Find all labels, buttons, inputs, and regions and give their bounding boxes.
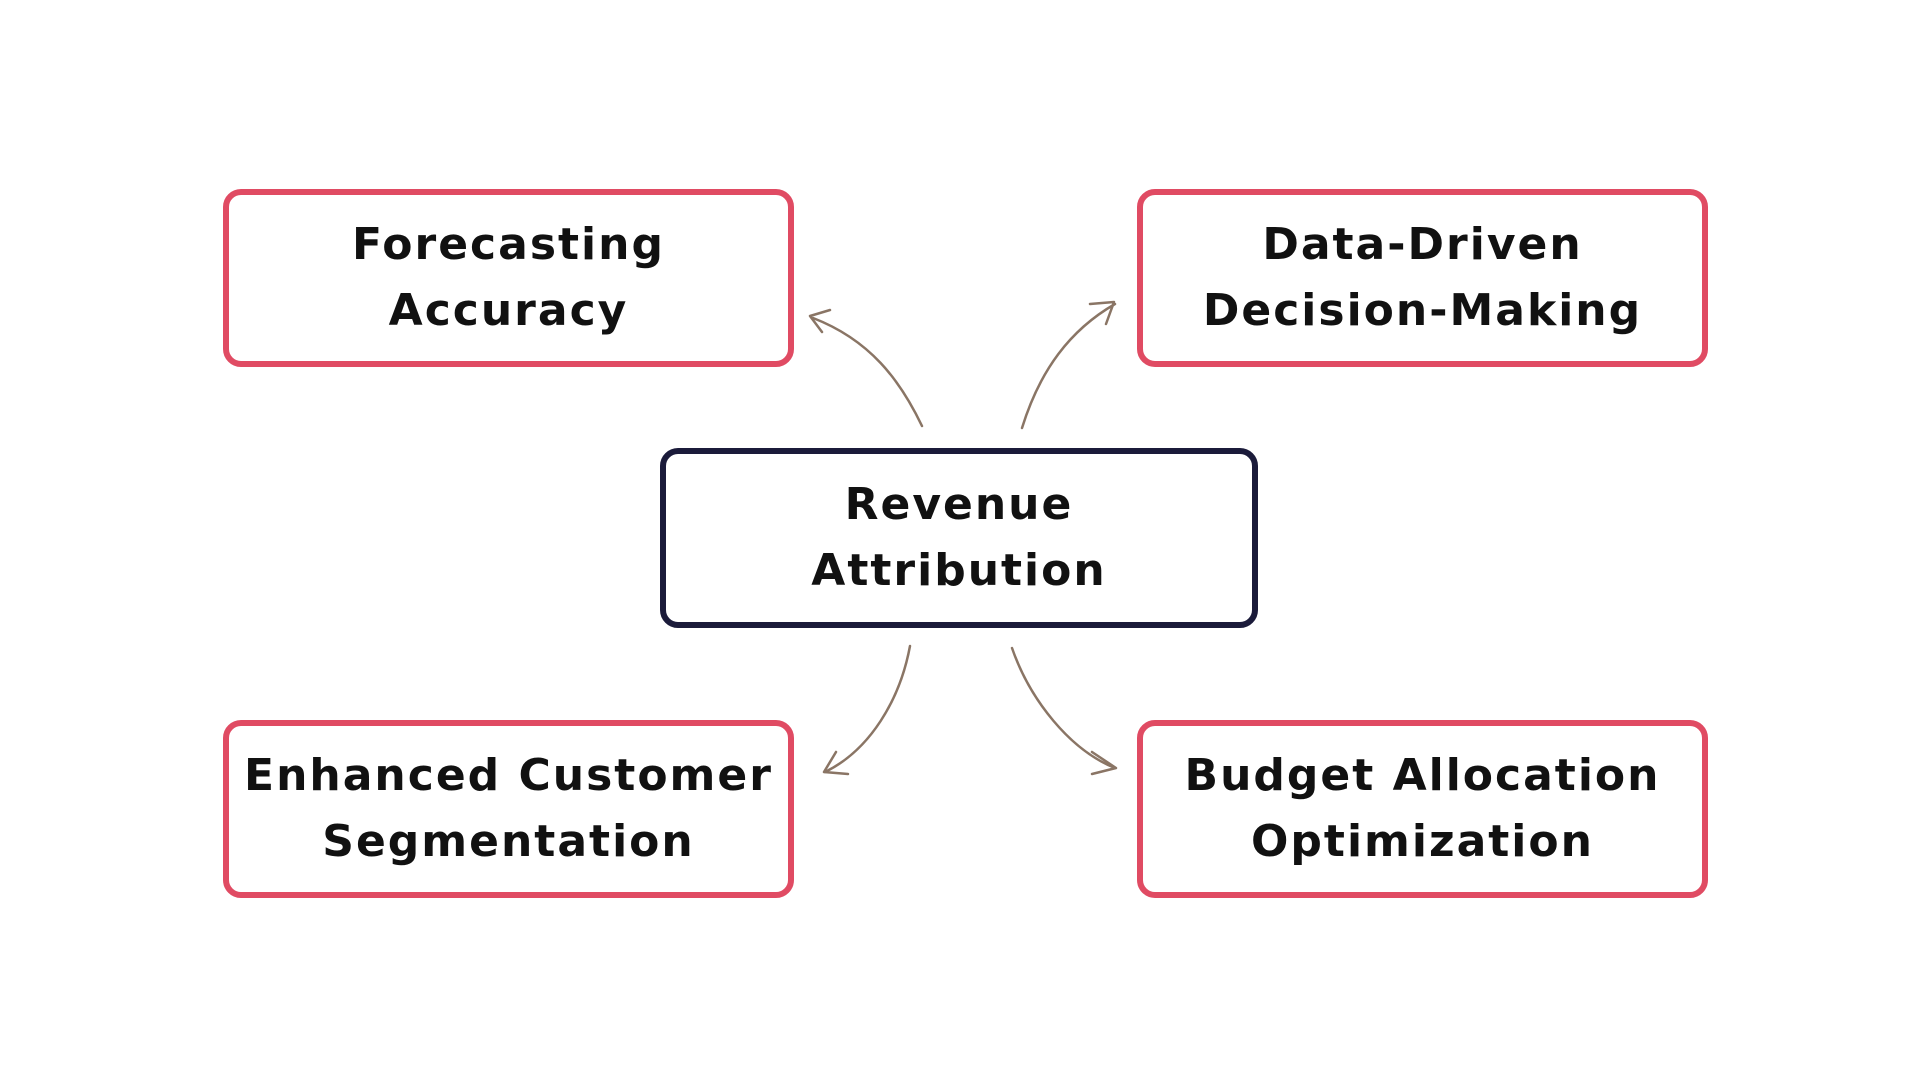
node-forecasting-accuracy-line2: Accuracy	[388, 285, 629, 336]
node-data-driven-decision-making: Data-Driven Decision-Making	[1137, 189, 1708, 367]
arrow-to-budget-curve	[1010, 646, 1117, 770]
node-enhanced-customer-segmentation-line1: Enhanced Customer	[244, 750, 773, 801]
node-data-driven-decision-making-line2: Decision-Making	[1202, 285, 1643, 336]
arrow-to-forecasting-head	[808, 308, 832, 334]
arrow-to-data-driven	[1020, 300, 1117, 430]
node-data-driven-decision-making-label: Data-Driven Decision-Making	[1203, 212, 1642, 344]
arrow-to-data-driven-head	[1088, 300, 1116, 326]
node-revenue-attribution-line1: Revenue	[844, 479, 1074, 530]
node-forecasting-accuracy: Forecasting Accuracy	[223, 189, 794, 367]
node-revenue-attribution-line2: Attribution	[811, 545, 1107, 596]
node-forecasting-accuracy-label: Forecasting Accuracy	[352, 212, 665, 344]
arrow-to-segmentation-curve	[823, 644, 912, 774]
arrow-to-budget-head	[1090, 750, 1118, 776]
node-enhanced-customer-segmentation-line2: Segmentation	[322, 816, 695, 867]
node-revenue-attribution: Revenue Attribution	[660, 448, 1258, 628]
arrow-to-budget	[1010, 646, 1118, 776]
arrow-to-forecasting-curve	[811, 316, 924, 428]
arrow-to-data-driven-curve	[1020, 302, 1117, 430]
node-forecasting-accuracy-line1: Forecasting	[352, 219, 665, 270]
arrow-to-segmentation-head	[822, 750, 850, 776]
node-revenue-attribution-label: Revenue Attribution	[811, 472, 1106, 604]
node-enhanced-customer-segmentation-label: Enhanced Customer Segmentation	[244, 743, 773, 875]
node-data-driven-decision-making-line1: Data-Driven	[1262, 219, 1583, 270]
node-budget-allocation-optimization-line2: Optimization	[1251, 816, 1594, 867]
node-budget-allocation-optimization: Budget Allocation Optimization	[1137, 720, 1708, 898]
arrow-to-segmentation	[822, 644, 912, 776]
node-budget-allocation-optimization-line1: Budget Allocation	[1184, 750, 1661, 801]
arrow-to-forecasting	[808, 308, 924, 428]
node-budget-allocation-optimization-label: Budget Allocation Optimization	[1185, 743, 1661, 875]
node-enhanced-customer-segmentation: Enhanced Customer Segmentation	[223, 720, 794, 898]
